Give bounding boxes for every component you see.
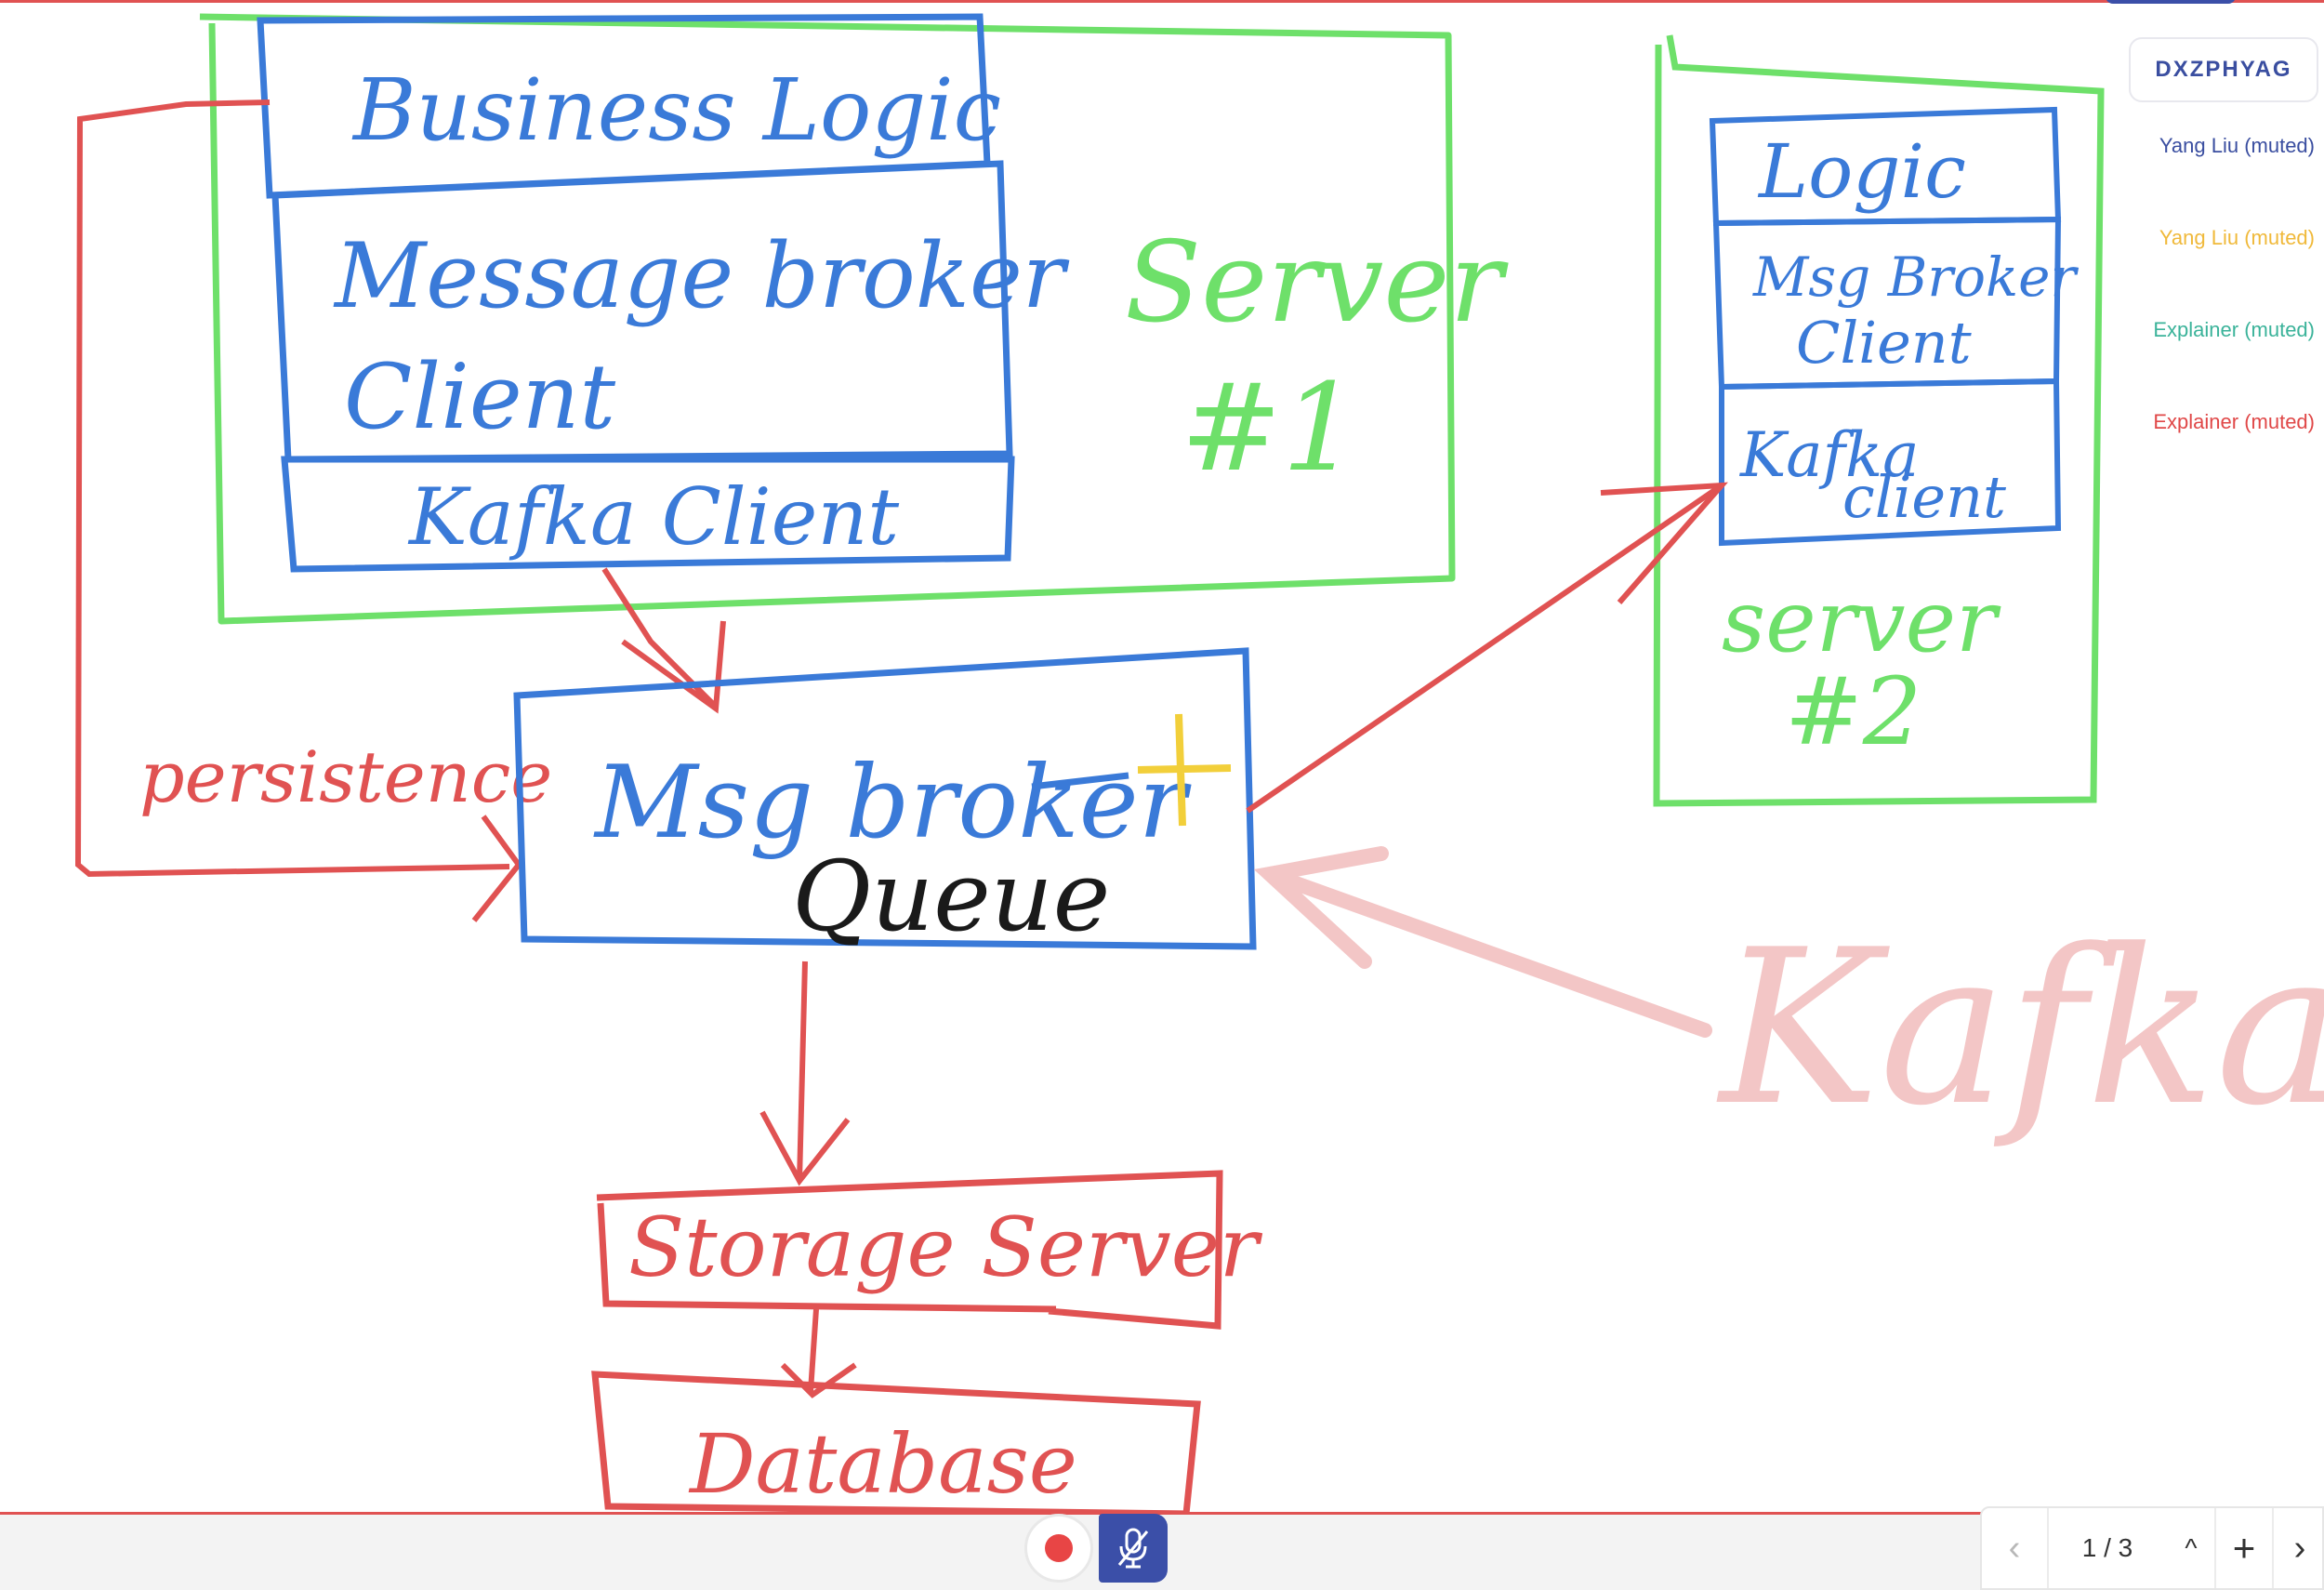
kafka-label-2: Kafka bbox=[1739, 419, 1919, 491]
server2-box bbox=[1653, 34, 2105, 807]
server1-label: Server bbox=[1125, 219, 1509, 348]
persistence-line bbox=[74, 99, 510, 878]
msg-broker-label-main: Msg broker bbox=[593, 745, 1192, 861]
kafka-big-label: Kafka bbox=[1716, 905, 2324, 1153]
storage-server-box bbox=[596, 1170, 1223, 1330]
queue-label: Queue bbox=[792, 840, 1110, 953]
page-navigator: ‹ 1 / 3 ^ + › bbox=[1980, 1506, 2324, 1590]
client-label: Client bbox=[344, 345, 616, 449]
storage-to-db-arrow bbox=[780, 1308, 857, 1398]
page-list-toggle[interactable]: ^ bbox=[2168, 1508, 2216, 1588]
next-page-button[interactable]: › bbox=[2274, 1508, 2324, 1588]
record-button[interactable] bbox=[1024, 1514, 1093, 1583]
broker-to-server2-arrow bbox=[1246, 483, 1723, 814]
chevron-right-icon: › bbox=[2293, 1528, 2306, 1568]
logic-label: Logic bbox=[1757, 128, 1966, 215]
storage-server-label: Storage Server bbox=[628, 1199, 1263, 1295]
top-border bbox=[0, 0, 2324, 3]
business-logic-label: Business Logic bbox=[351, 60, 1001, 160]
broker-underline bbox=[1031, 772, 1129, 790]
server1-box bbox=[199, 13, 1456, 625]
persistence-arrowhead bbox=[471, 815, 522, 922]
participant-item: Yang Liu (muted) bbox=[2092, 134, 2315, 226]
page-indicator: 1 / 3 bbox=[2056, 1508, 2159, 1588]
mic-toggle-button[interactable] bbox=[1099, 1514, 1168, 1583]
add-page-button[interactable]: + bbox=[2216, 1508, 2274, 1588]
msg-broker-label: Msg Broker bbox=[1752, 245, 2079, 309]
page-indicator-text: 1 / 3 bbox=[2081, 1533, 2133, 1562]
kafka-client-label: Kafka Client bbox=[407, 471, 899, 563]
persistence-label: persistence bbox=[139, 735, 552, 818]
room-code-badge[interactable]: DXZPHYAG bbox=[2129, 37, 2318, 102]
participant-name: Explainer (muted) bbox=[2153, 318, 2315, 341]
participant-item: Yang Liu (muted) bbox=[2092, 226, 2315, 318]
participant-name: Yang Liu (muted) bbox=[2159, 226, 2315, 249]
kafka-client-box bbox=[281, 456, 1015, 573]
room-code-text: DXZPHYAG bbox=[2155, 57, 2292, 82]
prev-page-button[interactable]: ‹ bbox=[1982, 1508, 2049, 1588]
kafka-pink-arrow bbox=[1253, 846, 1712, 1038]
server2-label: server bbox=[1722, 572, 2001, 671]
message-broker-label: Message broker bbox=[333, 224, 1070, 328]
bottom-separator bbox=[0, 1512, 2324, 1515]
chevron-left-icon: ‹ bbox=[2008, 1528, 2021, 1568]
yellow-plus bbox=[1137, 713, 1232, 827]
message-broker-client-box bbox=[271, 160, 1013, 463]
client-label-2: client bbox=[1842, 463, 2006, 531]
participant-name: Explainer (muted) bbox=[2153, 410, 2315, 433]
record-icon bbox=[1045, 1534, 1073, 1562]
msg-broker-box bbox=[513, 647, 1257, 950]
server2-number: #2 bbox=[1785, 657, 1921, 766]
msg-client-label: Client bbox=[1796, 309, 1972, 377]
server1-number: #1 bbox=[1181, 357, 1359, 498]
database-label: Database bbox=[688, 1416, 1077, 1512]
plus-icon: + bbox=[2232, 1526, 2256, 1570]
kafka-client-2-box bbox=[1719, 378, 2062, 547]
broker-to-server2-arrowhead bbox=[1600, 482, 1728, 604]
chevron-up-icon: ^ bbox=[2185, 1533, 2198, 1562]
mic-muted-icon bbox=[1117, 1528, 1149, 1569]
participant-item: Explainer (muted) bbox=[2092, 318, 2315, 410]
participant-list: Yang Liu (muted) Yang Liu (muted) Explai… bbox=[2092, 134, 2315, 502]
top-indicator bbox=[2106, 0, 2236, 4]
broker-to-storage-arrow bbox=[759, 961, 851, 1186]
participant-item: Explainer (muted) bbox=[2092, 410, 2315, 502]
participant-name: Yang Liu (muted) bbox=[2159, 134, 2315, 157]
